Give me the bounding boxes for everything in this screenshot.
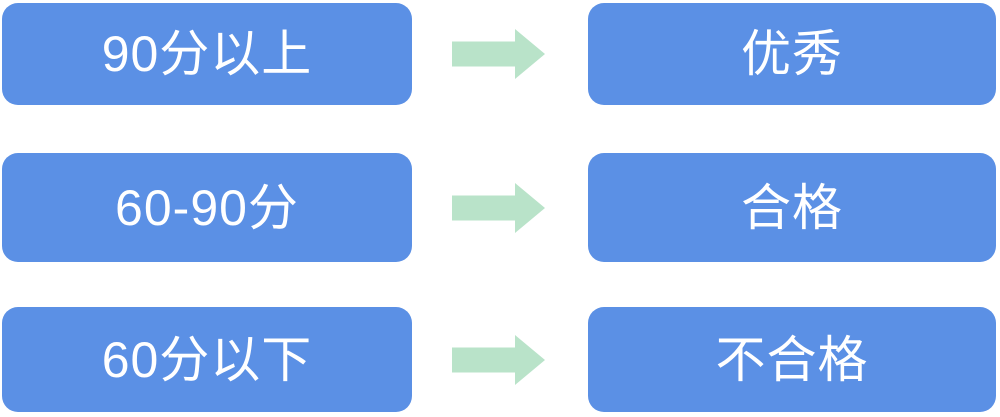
- score-range-label: 90分以上: [101, 26, 313, 82]
- diagram-row: 60分以下 不合格: [0, 307, 1000, 412]
- grade-box: 合格: [588, 153, 996, 262]
- grade-box: 不合格: [588, 307, 996, 412]
- right-arrow-icon: [452, 29, 545, 79]
- score-range-label: 60分以下: [101, 331, 313, 388]
- right-arrow-icon: [452, 334, 545, 385]
- score-range-box: 60分以下: [2, 307, 412, 412]
- grade-label: 优秀: [741, 26, 843, 82]
- grade-label: 合格: [741, 179, 843, 236]
- grade-box: 优秀: [588, 3, 996, 105]
- right-arrow-icon: [452, 182, 545, 233]
- grade-label: 不合格: [715, 331, 869, 388]
- diagram-row: 60-90分 合格: [0, 153, 1000, 262]
- score-range-label: 60-90分: [115, 179, 299, 236]
- score-range-box: 90分以上: [2, 3, 412, 105]
- score-range-box: 60-90分: [2, 153, 412, 262]
- diagram-row: 90分以上 优秀: [0, 3, 1000, 105]
